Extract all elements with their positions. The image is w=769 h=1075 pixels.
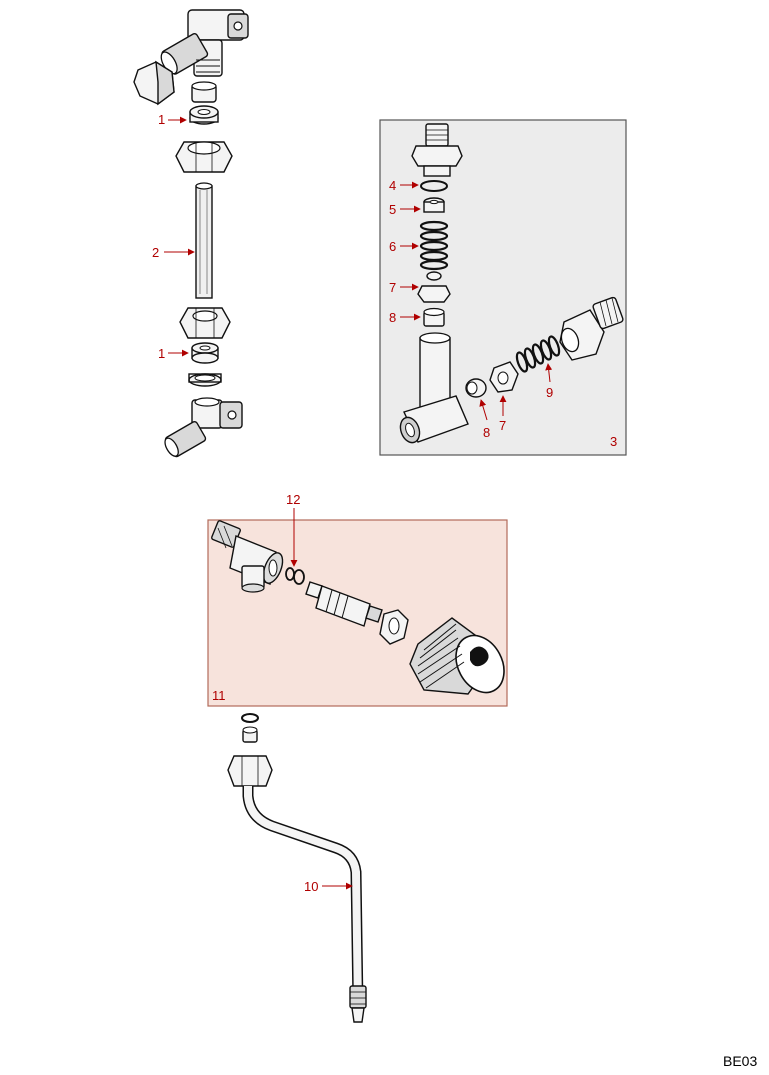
callout-7-vertical: 7 (389, 280, 396, 295)
callout-10: 10 (304, 879, 318, 894)
tap-hex-nut (379, 609, 409, 645)
callout-5: 5 (389, 202, 396, 217)
tap-spindle (305, 581, 383, 627)
tube-olive (242, 726, 258, 743)
top-tee-fitting (160, 9, 249, 77)
ring-seal-upper (189, 105, 219, 125)
callout-8-vertical: 8 (389, 310, 396, 325)
cap-vertical (423, 307, 445, 327)
sight-glass-tube (195, 182, 213, 299)
tube-o-ring (241, 713, 259, 723)
tap-knob (409, 617, 505, 695)
callout-12: 12 (286, 492, 300, 507)
callout-4: 4 (389, 178, 396, 193)
inset-11-tap-detail (207, 519, 508, 707)
valve-seat (423, 197, 445, 213)
bottom-tee-fitting (164, 397, 243, 458)
sight-glass-assembly (133, 9, 249, 458)
large-hex-nut-upper (175, 141, 233, 173)
top-nipple (411, 123, 463, 177)
callout-7-horizontal: 7 (499, 418, 506, 433)
hex-cap (133, 60, 175, 106)
knob-emblem-icon (470, 646, 489, 667)
callout-6: 6 (389, 239, 396, 254)
tap-o-rings (285, 567, 305, 585)
callout-9: 9 (546, 385, 553, 400)
valve-tee-body (399, 332, 469, 444)
o-ring (420, 180, 448, 192)
spring-horizontal (515, 335, 561, 373)
small-nut (191, 81, 217, 103)
tube-nut (227, 755, 273, 787)
ring-seal-lower (191, 342, 219, 364)
tube-end-fitting (349, 985, 367, 1023)
callout-1-lower: 1 (158, 346, 165, 361)
callout-11: 11 (212, 688, 226, 703)
valve-plug-horizontal (489, 361, 519, 393)
callout-3: 3 (610, 434, 617, 449)
right-nipple (559, 296, 624, 361)
sheet-code: BE03 (723, 1053, 757, 1069)
valve-plug-vertical (417, 271, 451, 303)
cap-horizontal (465, 378, 487, 398)
lower-washer (188, 373, 222, 387)
tap-tee-body (211, 520, 284, 593)
callout-2: 2 (152, 245, 159, 260)
callout-8-horizontal: 8 (483, 425, 490, 440)
spring (419, 220, 449, 271)
pipe-assembly (227, 713, 367, 1023)
large-hex-nut-lower (179, 307, 231, 339)
callout-1-upper: 1 (158, 112, 165, 127)
